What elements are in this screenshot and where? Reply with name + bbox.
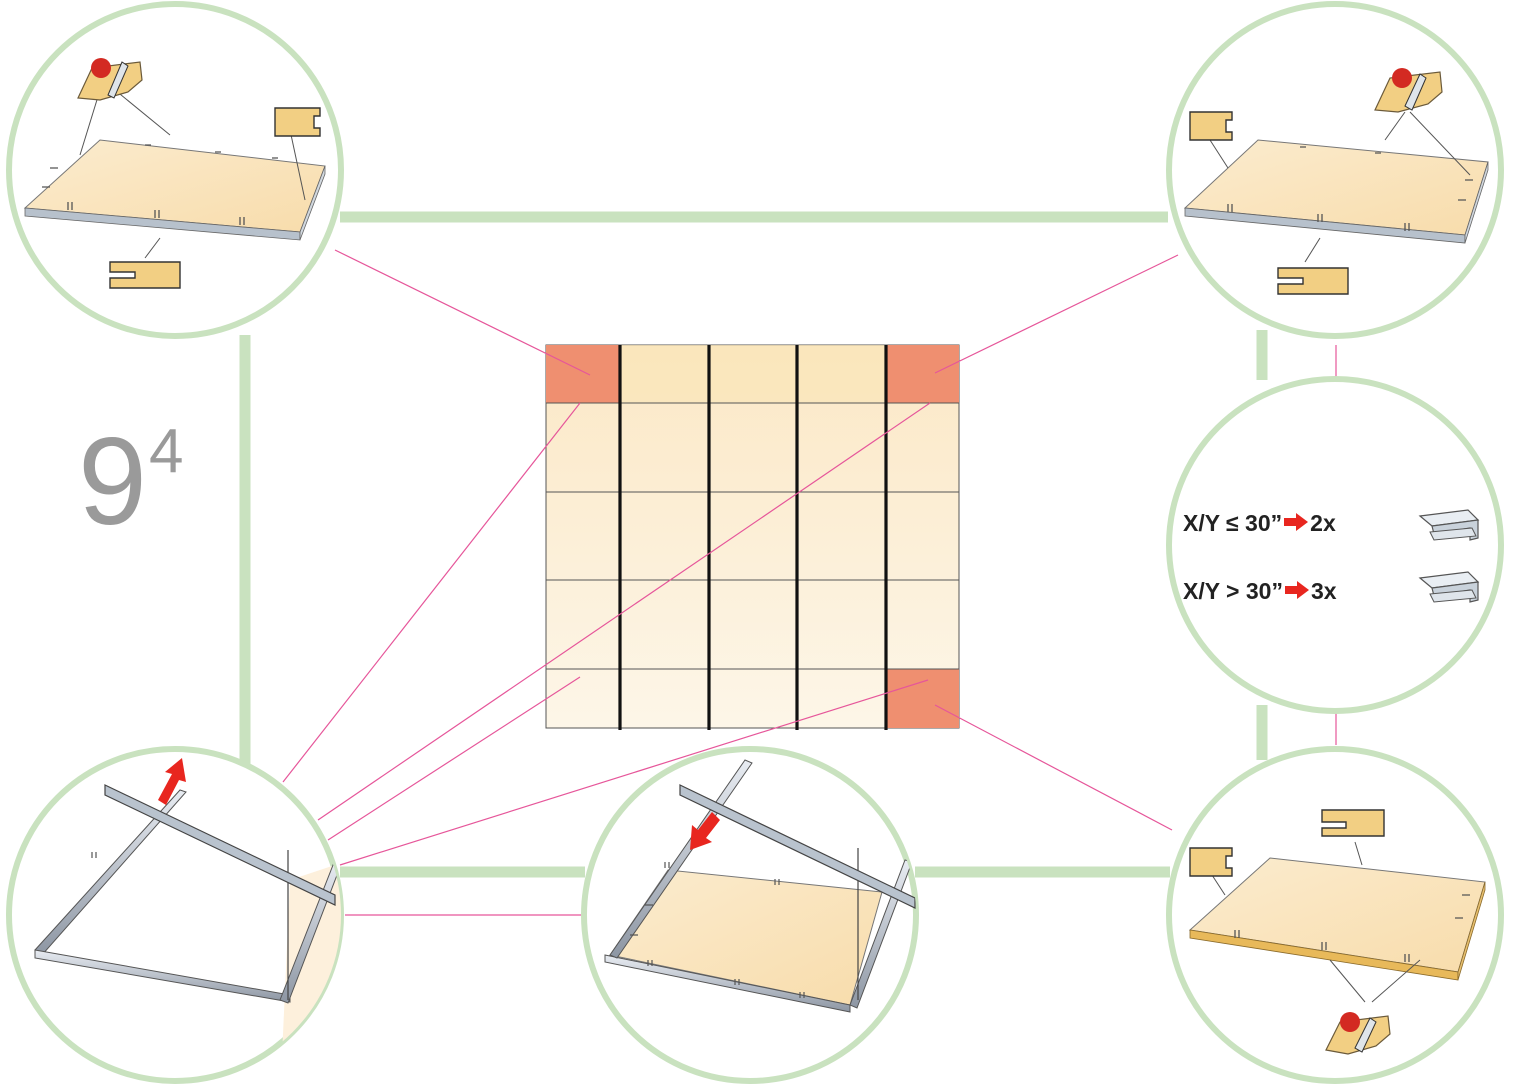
step-number-main: 9	[78, 413, 147, 551]
rule-circle	[1166, 376, 1504, 714]
hold-down-clip-icon	[1418, 509, 1480, 541]
red-right-arrow-icon	[1284, 581, 1309, 599]
red-right-arrow-icon	[1284, 513, 1309, 531]
detail-circle-top-right	[1166, 1, 1504, 339]
detail-circle-top-left	[6, 1, 344, 339]
rule-result: 3x	[1310, 578, 1337, 604]
hold-down-clip-icon	[1418, 571, 1480, 603]
tile-edge-profile-icon	[274, 107, 321, 137]
cutter-tool-icon	[1374, 68, 1443, 113]
rule-condition: X/Y ≤ 30”	[1183, 510, 1283, 536]
tile-edge-profile-icon	[109, 261, 181, 289]
ceiling-grid	[545, 344, 960, 730]
corner-tile-bottom-right	[886, 669, 959, 728]
cutter-tool-icon	[1325, 1012, 1391, 1055]
step-number: 94	[78, 420, 183, 544]
detail-circle-bottom-right	[1166, 746, 1504, 1084]
red-arrow-icon	[158, 758, 186, 805]
rule-line-small: X/Y ≤ 30” 2x	[1183, 510, 1336, 537]
rule-condition: X/Y > 30”	[1183, 578, 1283, 604]
detail-circle-bottom-left	[6, 746, 344, 1084]
angled-runner-illustration	[104, 784, 336, 906]
tile-edge-profile-icon	[1189, 847, 1233, 877]
leader-lines	[282, 249, 1337, 916]
tile-edge-profile-icon	[1321, 809, 1385, 837]
main-runners	[618, 345, 888, 730]
step-number-superscript: 4	[148, 417, 184, 486]
corner-tile-top-right	[886, 345, 959, 403]
tile-edge-profile-icon	[1277, 267, 1349, 295]
cutter-tool-icon	[77, 58, 143, 101]
tile-edge-profile-icon	[1189, 111, 1233, 141]
rule-line-large: X/Y > 30” 3x	[1183, 578, 1337, 605]
corner-tile-top-left	[546, 345, 620, 403]
connector-frame	[239, 211, 1268, 878]
detail-circle-bottom-center	[581, 746, 919, 1084]
red-arrow-icon	[690, 812, 720, 850]
angled-runner-illustration	[679, 784, 916, 909]
rule-result: 2x	[1310, 510, 1336, 536]
